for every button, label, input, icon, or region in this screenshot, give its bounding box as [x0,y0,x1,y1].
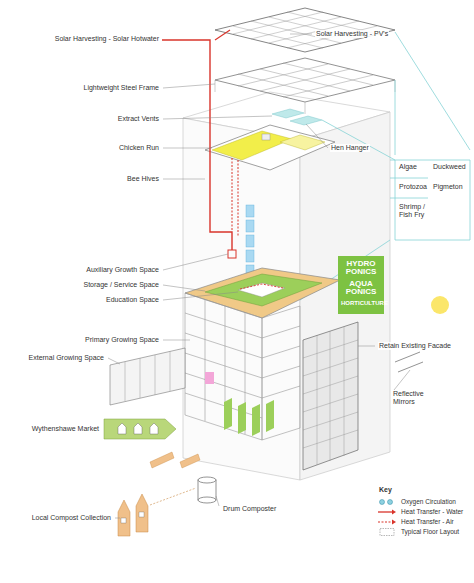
callout-label: Storage / Service Space [83,281,161,289]
callout-label: Education Space [105,296,160,304]
sign-text: AQUA PONICS [341,280,381,297]
callout-label: Extract Vents [117,115,160,123]
legend-label: Oxygen Circulation [400,498,457,505]
callout-label: Chicken Run [118,144,160,152]
legend-label: Heat Transfer - Air [400,518,455,525]
callout-label: Auxiliary Growth Space [85,266,160,274]
key-title: Key [378,486,393,494]
callout-label: Algae [398,163,418,171]
callout-label: External Growing Space [28,354,105,362]
sign-text: HORTICULTURE [341,300,381,306]
callout-label: Hen Hanger [330,144,370,152]
callout-label: Pigmeton [432,183,464,191]
callout-label: Local Compost Collection [31,514,112,522]
callout-label: Solar Harvesting - Solar Hotwater [54,35,160,43]
callout-label: Duckweed [432,163,467,171]
callout-label: Reflective Mirrors [392,390,432,406]
legend-label: Typical Floor Layout [400,528,460,535]
callout-label: Retain Existing Facade [378,342,452,350]
callout-label: Primary Growing Space [84,336,160,344]
callout-label: Lightweight Steel Frame [83,84,160,92]
legend-label: Heat Transfer - Water [400,508,464,515]
callout-label: Bee Hives [126,175,160,183]
callout-label: Protozoa [398,183,428,191]
sign-text: HYDRO PONICS [341,260,381,277]
callout-label: Wythenshawe Market [31,425,100,433]
growing-sign: HYDRO PONICS AQUA PONICS HORTICULTURE [338,256,384,314]
callout-label: Solar Harvesting - PV's [315,30,389,38]
callout-label: Drum Composter [222,505,277,513]
callout-label: Shrimp / Fish Fry [398,203,434,219]
